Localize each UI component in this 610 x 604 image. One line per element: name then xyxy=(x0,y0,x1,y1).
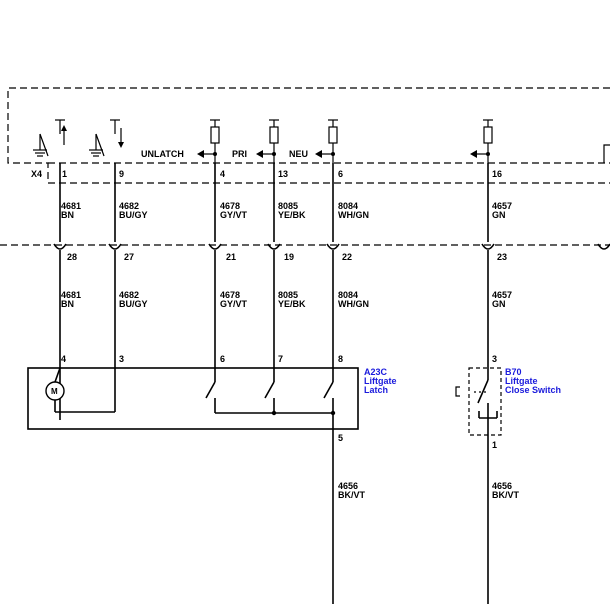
inline-pin-22: 22 xyxy=(342,252,352,262)
close-switch xyxy=(455,367,502,436)
inline-pin-28: 28 xyxy=(67,252,77,262)
close-switch-box xyxy=(468,367,502,436)
upper-color-2: BU/GY xyxy=(119,210,148,220)
close-switch-name-1: Liftgate xyxy=(505,376,538,386)
latch-pin-3: 3 xyxy=(119,354,124,364)
state-pri: PRI xyxy=(232,149,247,159)
upper-circuit-4: 8085 xyxy=(278,201,298,211)
upper-circuit-1: 4681 xyxy=(61,201,81,211)
latch-ref: A23C xyxy=(364,367,388,377)
upper-circuit-2: 4682 xyxy=(119,201,139,211)
header-pin-1: 1 xyxy=(62,169,67,179)
upper-color-1: BN xyxy=(61,210,74,220)
inline-pin-21: 21 xyxy=(226,252,236,262)
resistor-pri-icon xyxy=(256,119,279,163)
wires xyxy=(59,163,489,604)
header-pin-9: 9 xyxy=(119,169,124,179)
state-neu: NEU xyxy=(289,149,308,159)
lower-color-6: GN xyxy=(492,299,506,309)
resistor-unlatch-icon xyxy=(197,119,220,163)
lower-color-1: BN xyxy=(61,299,74,309)
lower-circuit-5: 8084 xyxy=(338,290,358,300)
header-pin-6: 6 xyxy=(338,169,343,179)
latch-name-1: Liftgate xyxy=(364,376,397,386)
lower-circuit-2: 4682 xyxy=(119,290,139,300)
latch-pin-5: 5 xyxy=(338,433,343,443)
close-switch-pin-1: 1 xyxy=(492,440,497,450)
header-pin-16: 16 xyxy=(492,169,502,179)
lower-color-2: BU/GY xyxy=(119,299,148,309)
liftgate-latch: M xyxy=(27,367,359,430)
motor-label: M xyxy=(51,387,58,396)
inline-connector-arcs xyxy=(53,243,610,250)
upper-color-6: GN xyxy=(492,210,506,220)
latch-name-2: Latch xyxy=(364,385,388,395)
module-internals xyxy=(33,119,610,163)
lower-circuit-1: 4681 xyxy=(61,290,81,300)
upper-color-5: WH/GN xyxy=(338,210,369,220)
lower-color-5: WH/GN xyxy=(338,299,369,309)
lower-circuit-6: 4657 xyxy=(492,290,512,300)
latch-pin-6: 6 xyxy=(220,354,225,364)
ground-color-2: BK/VT xyxy=(492,490,520,500)
ground-color-1: BK/VT xyxy=(338,490,366,500)
switch-down-icon xyxy=(89,119,124,157)
ground-circuit-1: 4656 xyxy=(338,481,358,491)
lower-color-3: GY/VT xyxy=(220,299,248,309)
ground-circuit-2: 4656 xyxy=(492,481,512,491)
latch-switch-3 xyxy=(323,381,334,399)
inline-pin-23: 23 xyxy=(497,252,507,262)
upper-color-3: GY/VT xyxy=(220,210,248,220)
latch-box xyxy=(27,367,359,430)
lower-color-4: YE/BK xyxy=(278,299,306,309)
header-connector-label: X4 xyxy=(31,169,42,179)
close-switch-pin-3: 3 xyxy=(492,354,497,364)
upper-circuit-6: 4657 xyxy=(492,201,512,211)
inline-pin-19: 19 xyxy=(284,252,294,262)
latch-pin-8: 8 xyxy=(338,354,343,364)
header-pin-13: 13 xyxy=(278,169,288,179)
close-switch-name-2: Close Switch xyxy=(505,385,561,395)
lower-circuit-4: 8085 xyxy=(278,290,298,300)
module-outline xyxy=(7,87,610,184)
upper-color-4: YE/BK xyxy=(278,210,306,220)
resistor-close-icon xyxy=(470,119,493,163)
close-switch-ref: B70 xyxy=(505,367,522,377)
resistor-neu-icon xyxy=(315,119,338,163)
close-switch-contact xyxy=(477,379,489,404)
header-pin-4: 4 xyxy=(220,169,225,179)
latch-pin-7: 7 xyxy=(278,354,283,364)
latch-switch-1 xyxy=(205,381,216,399)
state-unlatch: UNLATCH xyxy=(141,149,184,159)
upper-circuit-5: 8084 xyxy=(338,201,358,211)
latch-switch-2 xyxy=(264,381,275,399)
latch-pin-4: 4 xyxy=(61,354,66,364)
upper-circuit-3: 4678 xyxy=(220,201,240,211)
inline-pin-27: 27 xyxy=(124,252,134,262)
lower-circuit-3: 4678 xyxy=(220,290,240,300)
switch-up-icon xyxy=(33,119,67,157)
